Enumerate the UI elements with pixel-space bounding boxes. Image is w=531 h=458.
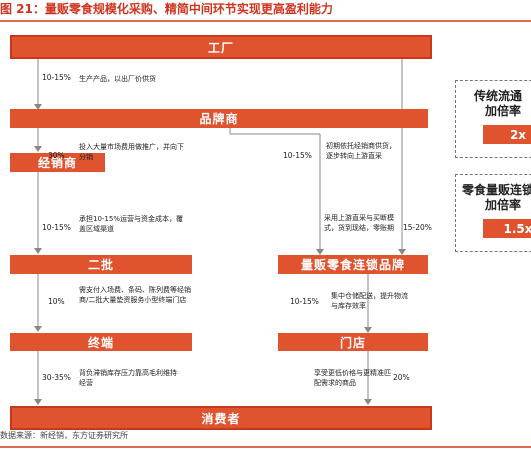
side-panel-traditional-title: 传统流通 bbox=[474, 89, 523, 103]
figure-title: 图 21：量贩零食规模化采购、精简中间环节实现更高盈利能力 bbox=[0, 2, 333, 16]
node-store: 门店 bbox=[278, 333, 428, 351]
left-pct-2: 30% bbox=[48, 151, 65, 160]
right-note-3: 集中仓储配送，提升物流与库存效率 bbox=[331, 292, 408, 310]
side-panel-snack-chain: 零食量贩连锁 加倍率 1.5x bbox=[455, 174, 531, 252]
right-note-4: 享受更低价格与更精准匹配需求的商品 bbox=[314, 369, 391, 387]
side-panel-snack-chain-subtitle: 加倍率 bbox=[485, 198, 522, 212]
side-panel-traditional-value: 2x bbox=[483, 125, 531, 144]
node-distributor: 经销商 bbox=[10, 153, 105, 172]
node-terminal: 终端 bbox=[10, 333, 192, 351]
side-panel-snack-chain-value: 1.5x bbox=[483, 219, 531, 238]
left-note-5: 背负滞销库存压力靠高毛利维持经营 bbox=[79, 369, 177, 387]
right-note-1: 初期依托经销商供货，逐步转向上游直采 bbox=[326, 142, 396, 160]
title-rule bbox=[0, 20, 531, 22]
left-note-4: 需支付入场费、条码、陈列费等经销商/二批大量垫资服务小型终端门店 bbox=[79, 286, 191, 304]
node-chain-brand: 量贩零食连锁品牌 bbox=[278, 255, 428, 274]
left-pct-1: 10-15% bbox=[42, 73, 71, 82]
right-note-2: 采用上游直采与买断模式，货到现结，零账期 bbox=[324, 214, 394, 232]
node-consumer: 消费者 bbox=[10, 406, 432, 430]
right-pct-2: 15-20% bbox=[403, 223, 432, 232]
left-pct-4: 10% bbox=[48, 297, 65, 306]
left-pct-5: 30-35% bbox=[42, 373, 71, 382]
bottom-rule bbox=[0, 446, 531, 448]
node-factory: 工厂 bbox=[10, 35, 432, 59]
side-panel-traditional-subtitle: 加倍率 bbox=[485, 104, 522, 118]
right-pct-1: 10-15% bbox=[283, 151, 312, 160]
left-pct-3: 10-15% bbox=[42, 223, 71, 232]
left-note-3: 承担10-15%运营与资金成本，覆盖区域渠道 bbox=[79, 215, 183, 233]
node-wholesaler: 二批 bbox=[10, 255, 192, 274]
side-panel-traditional: 传统流通 加倍率 2x bbox=[455, 80, 531, 158]
left-note-2: 投入大量市场费用做推广，并向下分销 bbox=[79, 143, 184, 161]
side-panel-snack-chain-title: 零食量贩连锁 bbox=[462, 183, 531, 197]
source-note: 数据来源：新经销，东方证券研究所 bbox=[0, 431, 128, 440]
node-brand: 品牌商 bbox=[10, 109, 428, 128]
right-pct-4: 20% bbox=[393, 373, 410, 382]
right-pct-3: 10-15% bbox=[290, 297, 319, 306]
left-note-1: 生产产品，以出厂价供货 bbox=[79, 75, 156, 83]
